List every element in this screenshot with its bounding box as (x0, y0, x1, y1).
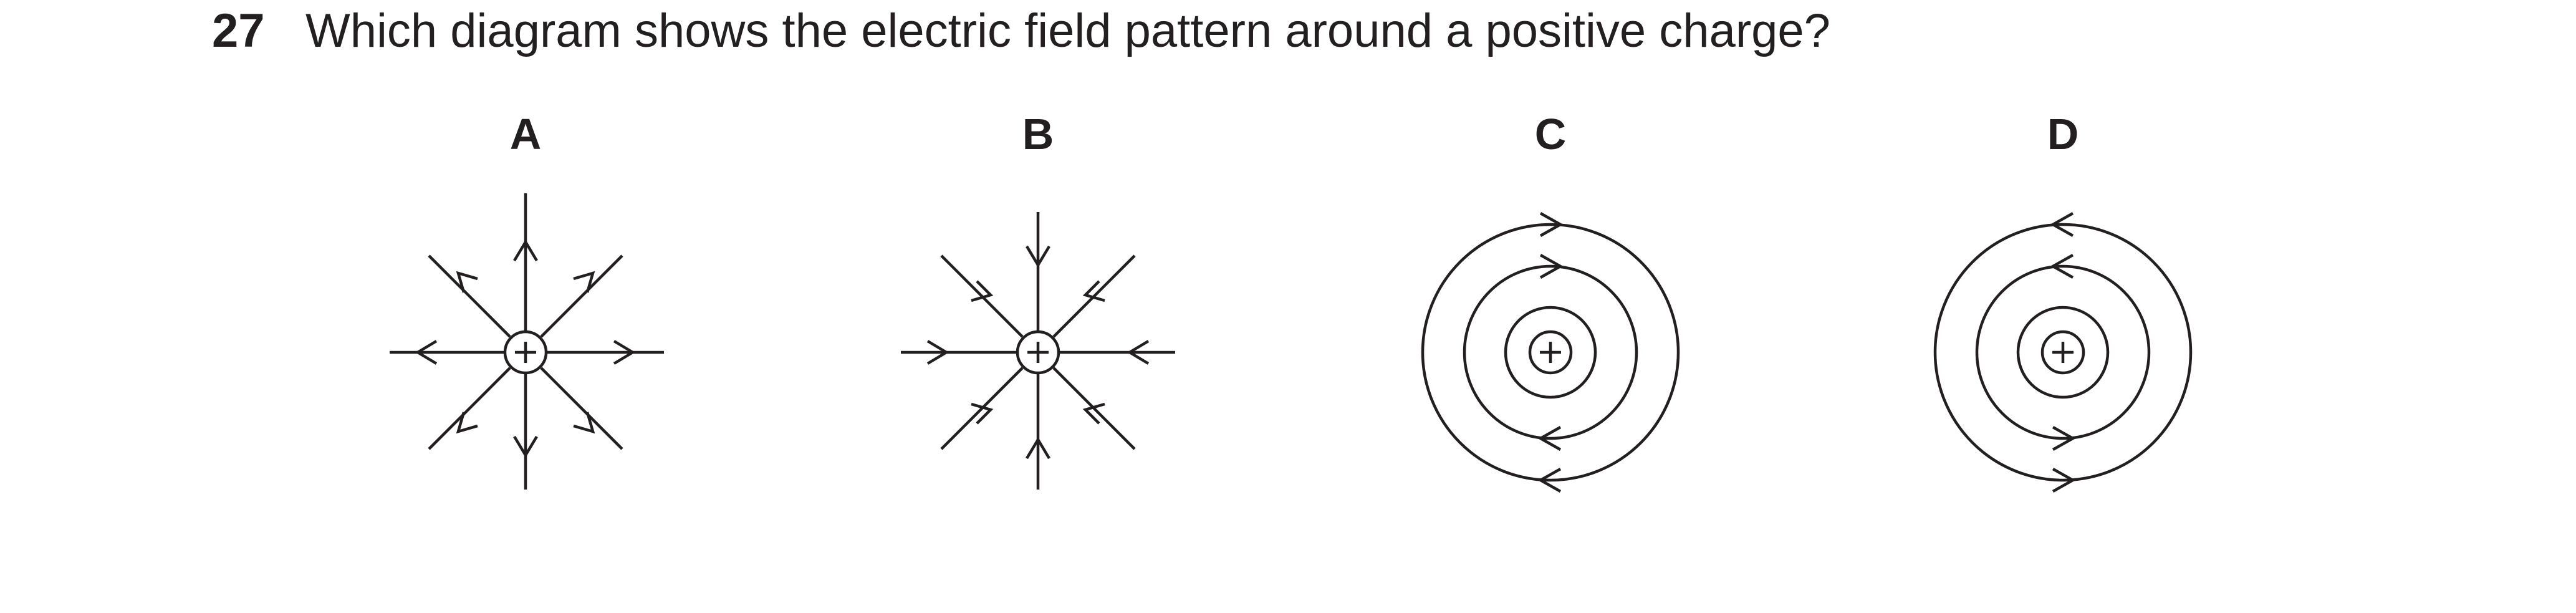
arrowheads-d (2050, 212, 2076, 493)
positive-charge-b (1016, 330, 1060, 375)
option-label-a: A (509, 110, 542, 158)
arrowheads-c (1537, 212, 1564, 493)
field-circles-c (1421, 223, 1680, 482)
diagram-b (901, 212, 1175, 490)
positive-charge-d (2040, 330, 2085, 375)
diagram-d (1933, 212, 2193, 493)
question-text: Which diagram shows the electric field p… (305, 4, 1830, 57)
option-label-b: B (1022, 110, 1054, 158)
field-circles-d (1933, 223, 2193, 482)
question-stem: 27 Which diagram shows the electric fiel… (212, 0, 1830, 62)
question-number: 27 (212, 4, 265, 57)
arrowheads-b (926, 245, 1150, 460)
option-label-c: C (1534, 110, 1567, 158)
arrowheads-a (415, 239, 636, 458)
diagram-a (390, 193, 664, 490)
positive-charge-c (1528, 330, 1573, 375)
option-label-d: D (2047, 110, 2079, 158)
positive-charge-a (503, 330, 548, 375)
diagram-c (1421, 212, 1680, 493)
field-lines-a (390, 193, 664, 490)
